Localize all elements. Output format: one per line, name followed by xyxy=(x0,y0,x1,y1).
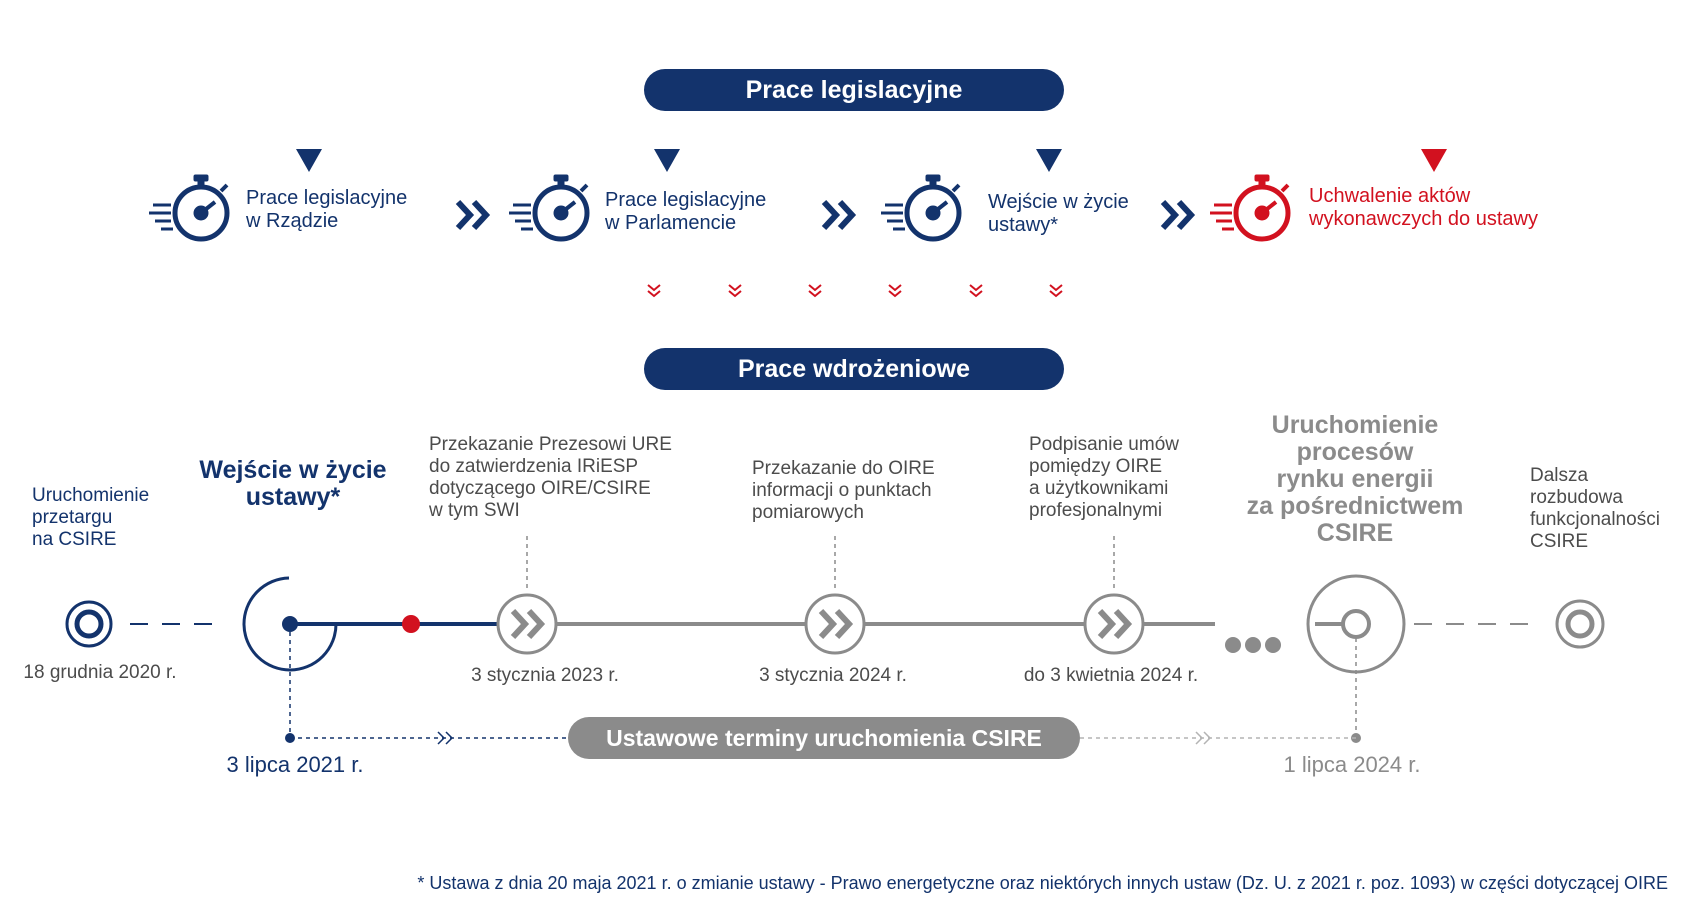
double-chevron-down-icon xyxy=(808,284,822,297)
legislative-header: Prace legislacyjne xyxy=(644,69,1064,111)
red-marker xyxy=(402,615,420,633)
statutory-deadlines-label: Ustawowe terminy uruchomienia CSIRE xyxy=(568,717,1080,759)
milestone-3-label: Podpisanie umów pomiędzy OIRE a użytkown… xyxy=(1029,434,1179,521)
law-label: Wejście w życie ustawy* xyxy=(199,456,387,511)
stopwatch-icon xyxy=(509,175,587,239)
end-label: Dalsza rozbudowa funkcjonalności CSIRE xyxy=(1530,465,1660,552)
double-chevron-down-icon xyxy=(1049,284,1063,297)
start-date: 18 grudnia 2020 r. xyxy=(23,662,177,683)
milestone-1-label: Przekazanie Prezesowi URE do zatwierdzen… xyxy=(429,434,672,521)
start-node xyxy=(65,600,113,648)
implementation-header: Prace wdrożeniowe xyxy=(644,348,1064,390)
double-chevron-down-icon xyxy=(728,284,742,297)
double-chevron-right-icon xyxy=(458,202,486,228)
triangle-down-icon xyxy=(296,149,322,172)
start-label: Uruchomienie przetargu na CSIRE xyxy=(32,485,150,550)
triangle-down-icon xyxy=(654,149,680,172)
double-chevron-down-icon xyxy=(969,284,983,297)
stopwatch-icon xyxy=(149,175,227,239)
end-node xyxy=(1555,599,1605,649)
ellipsis-icon xyxy=(1225,637,1281,653)
stage-label-executive-acts: Uchwalenie aktów wykonawczych do ustawy xyxy=(1309,185,1538,230)
milestone-1-date: 3 stycznia 2023 r. xyxy=(471,665,619,686)
stopwatch-icon xyxy=(1210,175,1288,239)
stage-label-government: Prace legislacyjne w Rządzie xyxy=(246,187,408,232)
stage-label-entry-into-force: Wejście w życie ustawy* xyxy=(988,191,1129,236)
double-chevron-right-icon xyxy=(1163,202,1191,228)
launch-label: Uruchomienie procesów rynku energii za p… xyxy=(1246,411,1464,547)
law-date: 3 lipca 2021 r. xyxy=(226,752,364,777)
double-chevron-down-icon xyxy=(888,284,902,297)
stopwatch-icon xyxy=(881,175,959,239)
double-chevron-right-icon xyxy=(824,202,852,228)
double-chevron-down-icon xyxy=(647,284,661,297)
triangle-down-icon xyxy=(1421,149,1447,172)
milestone-3-date: do 3 kwietnia 2024 r. xyxy=(1023,665,1199,686)
law-node xyxy=(242,576,338,672)
stage-label-parliament: Prace legislacyjne w Parlamencie xyxy=(605,189,767,234)
triangle-down-icon xyxy=(1036,149,1062,172)
footnote: * Ustawa z dnia 20 maja 2021 r. o zmiani… xyxy=(417,873,1668,893)
launch-date: 1 lipca 2024 r. xyxy=(1283,752,1421,777)
milestone-2-label: Przekazanie do OIRE informacji o punktac… xyxy=(752,458,935,523)
milestone-2-date: 3 stycznia 2024 r. xyxy=(759,665,907,686)
